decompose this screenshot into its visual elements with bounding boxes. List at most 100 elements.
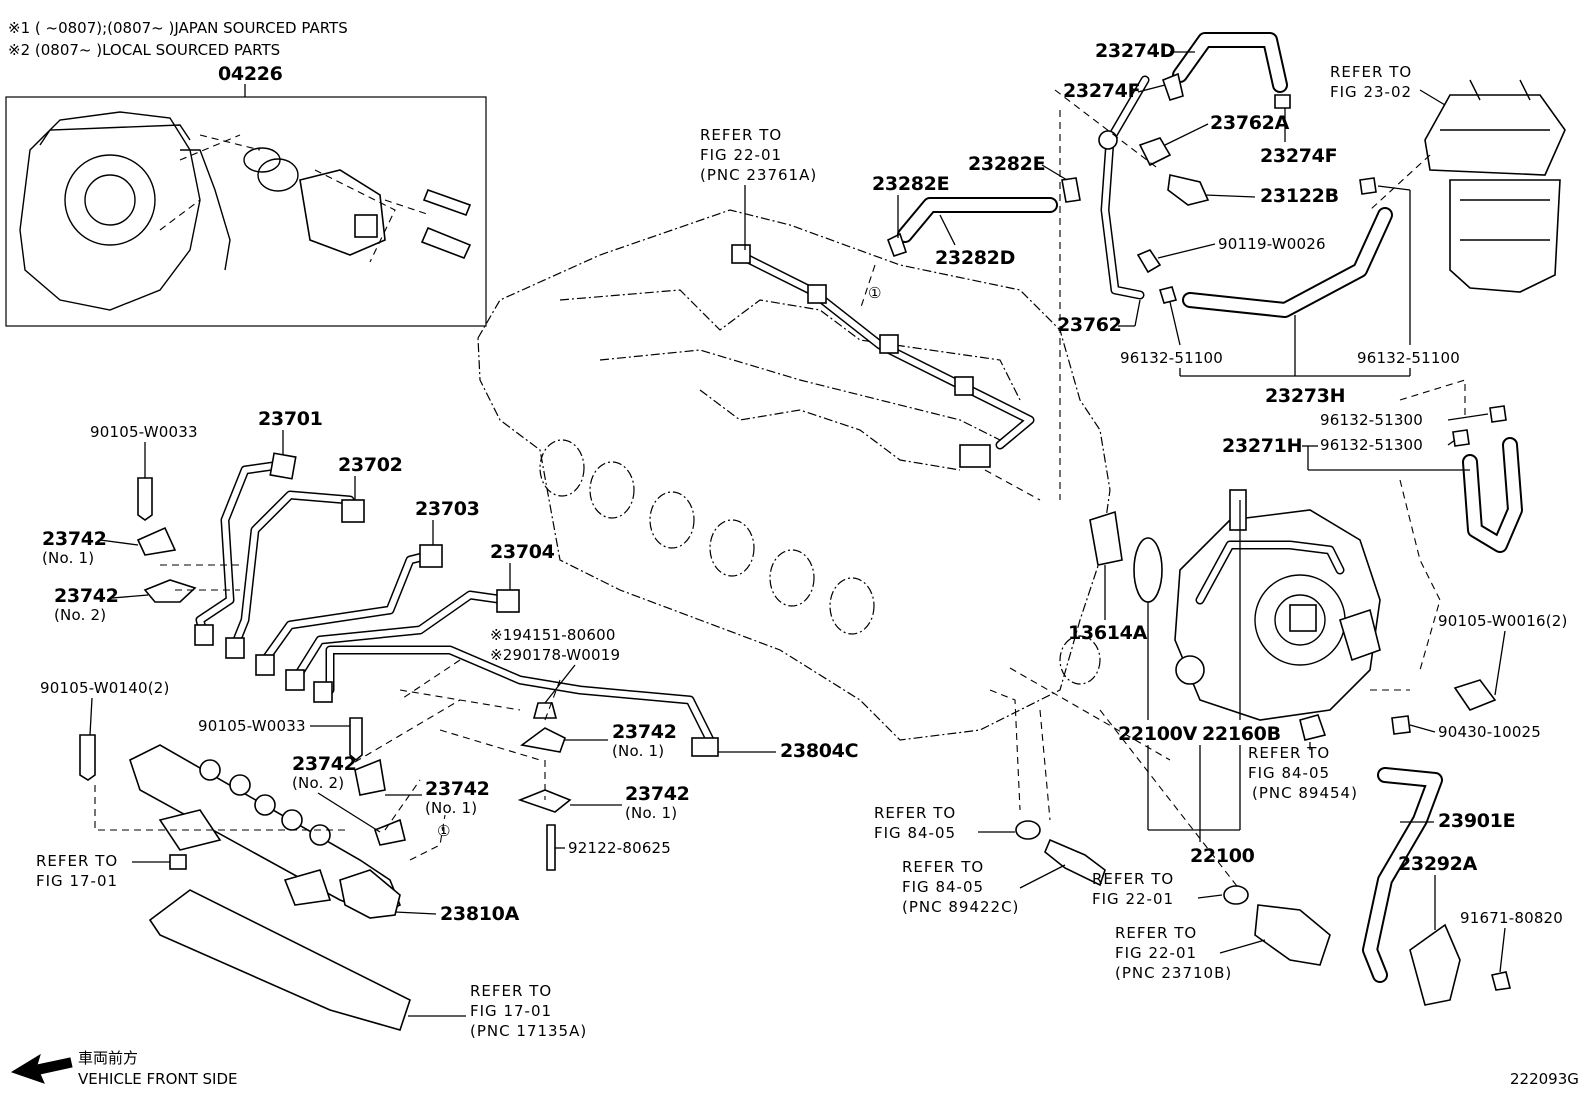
svg-text:REFER TO: REFER TO [874, 804, 956, 822]
label-23762: 23762 [1057, 314, 1122, 336]
svg-text:REFER TO: REFER TO [902, 858, 984, 876]
gasket-fig-84-05 [1015, 820, 1041, 840]
label-front-jp: 車両前方 [78, 1049, 138, 1067]
label-23742-f-sub: (No. 1) [625, 804, 677, 822]
clip-96132-51300-b [1452, 429, 1470, 447]
injection-pipes [194, 452, 719, 757]
bolt-91671 [1491, 971, 1511, 991]
svg-text:REFER TO: REFER TO [700, 126, 782, 144]
label-23742-f: 23742 [625, 783, 690, 805]
label-22100V: 22100V [1118, 723, 1198, 745]
label-23804C: 23804C [780, 740, 858, 762]
common-rail-drawing [129, 744, 402, 916]
svg-text:FIG 84-05: FIG 84-05 [1248, 764, 1330, 782]
hose-23271H [1462, 437, 1523, 553]
ref-fig-84-05-89454: REFER TO FIG 84-05 (PNC 89454) [1248, 742, 1358, 802]
label-23742-a-sub: (No. 1) [42, 549, 94, 567]
svg-text:(PNC 17135A): (PNC 17135A) [470, 1022, 587, 1040]
label-96132-51300-b: 96132-51300 [1320, 436, 1423, 454]
pump-housing-drawing [19, 111, 241, 311]
suction-control-valve-drawing [243, 147, 472, 263]
label-23742-e-sub: (No. 1) [612, 742, 664, 760]
hose-23901E [1362, 767, 1443, 983]
clip-96132-51300-a [1489, 405, 1507, 423]
clip-96132-51100-b [1359, 177, 1377, 195]
label-194151-80600: ※194151-80600 [490, 626, 616, 644]
svg-text:(PNC 89422C): (PNC 89422C) [902, 898, 1019, 916]
hose-23273H [1182, 207, 1393, 318]
ref-fig-22-01-23761A: REFER TO FIG 22-01 (PNC 23761A) [700, 126, 816, 250]
clamp-23742-no2 [143, 579, 197, 603]
label-22100: 22100 [1190, 845, 1255, 867]
label-23704: 23704 [490, 541, 555, 563]
ref-fig-17-01-17135A: REFER TO FIG 17-01 (PNC 17135A) [408, 982, 587, 1040]
nut-194151 [532, 702, 558, 719]
label-23742-c: 23742 [292, 753, 357, 775]
svg-text:FIG 22-01: FIG 22-01 [1092, 890, 1174, 908]
note-local-sourced: ※2 (0807~ )LOCAL SOURCED PARTS [8, 41, 280, 59]
pipe-23762 [1098, 75, 1150, 300]
svg-text:REFER TO: REFER TO [1330, 63, 1412, 81]
bolt-90105-w0033-a [137, 477, 153, 521]
svg-text:FIG 17-01: FIG 17-01 [470, 1002, 552, 1020]
clip-23274F-a [1161, 72, 1184, 101]
svg-text:FIG 17-01: FIG 17-01 [36, 872, 118, 890]
label-23703: 23703 [415, 498, 480, 520]
clamp-23742-no1-c [520, 727, 566, 753]
svg-text:REFER TO: REFER TO [1115, 924, 1197, 942]
label-96132-51100-b: 96132-51100 [1357, 349, 1460, 367]
label-23274F-b: 23274F [1260, 145, 1337, 167]
label-23742-a: 23742 [42, 528, 107, 550]
ref-fig-22-01: REFER TO FIG 22-01 [1092, 870, 1223, 908]
label-front-en: VEHICLE FRONT SIDE [78, 1070, 238, 1088]
bolt-90105-w0016 [1453, 679, 1497, 711]
fuel-filter-drawing [1424, 79, 1566, 293]
label-91671-80820: 91671-80820 [1460, 909, 1563, 927]
label-23742-b: 23742 [54, 585, 119, 607]
ref-fig-22-01-23710B: REFER TO FIG 22-01 (PNC 23710B) [1115, 924, 1266, 982]
ref-fig-17-01: REFER TO FIG 17-01 [36, 852, 170, 890]
label-90105-W0016: 90105-W0016(2) [1438, 612, 1568, 630]
svg-text:FIG 22-01: FIG 22-01 [1115, 944, 1197, 962]
label-23742-c-sub: (No. 2) [292, 774, 344, 792]
svg-text:FIG 84-05: FIG 84-05 [902, 878, 984, 896]
svg-text:REFER TO: REFER TO [36, 852, 118, 870]
clip-23282E-a [886, 232, 908, 258]
clip-23274F-b [1274, 94, 1291, 109]
label-90105-W0140: 90105-W0140(2) [40, 679, 170, 697]
union-bolt-23122B [1167, 174, 1210, 206]
coupling-22100V [1089, 510, 1123, 566]
ref-fig-84-05-89422C: REFER TO FIG 84-05 (PNC 89422C) [902, 858, 1066, 916]
label-diagram-code: 222093G [1510, 1070, 1579, 1088]
label-04226: 04226 [218, 63, 283, 85]
gasket-fig-22-01 [1223, 885, 1249, 905]
vehicle-front-arrow [10, 1053, 73, 1084]
label-23292A: 23292A [1398, 853, 1478, 875]
label-23701: 23701 [258, 408, 323, 430]
label-23702: 23702 [338, 454, 403, 476]
sensor-22160B [1299, 714, 1327, 741]
label-23282E-b: 23282E [872, 173, 949, 195]
label-23742-b-sub: (No. 2) [54, 606, 106, 624]
svg-text:FIG 84-05: FIG 84-05 [874, 824, 956, 842]
svg-text:(PNC 89454): (PNC 89454) [1252, 784, 1358, 802]
label-90119-W0026: 90119-W0026 [1218, 235, 1326, 253]
plug-fig-17-01 [169, 854, 187, 870]
label-23274F-a: 23274F [1063, 80, 1140, 102]
ref-fig-23-02: REFER TO FIG 23-02 [1330, 63, 1446, 106]
label-290178-W0019: ※290178-W0019 [490, 646, 620, 664]
clamp-23742-no1 [136, 526, 177, 556]
hose-23282D [897, 197, 1058, 243]
note-japan-sourced: ※1 ( ~0807);(0807~ )JAPAN SOURCED PARTS [8, 19, 348, 37]
label-23901E: 23901E [1438, 810, 1515, 832]
label-23762A: 23762A [1210, 112, 1290, 134]
label-22160B: 22160B [1202, 723, 1281, 745]
svg-text:FIG 22-01: FIG 22-01 [700, 146, 782, 164]
label-90105-W0033-b: 90105-W0033 [198, 717, 306, 735]
supply-pump-22100-drawing [1174, 489, 1381, 721]
label-90105-W0033-a: 90105-W0033 [90, 423, 198, 441]
label-90430-10025: 90430-10025 [1438, 723, 1541, 741]
svg-text:REFER TO: REFER TO [1248, 744, 1330, 762]
svg-text:REFER TO: REFER TO [470, 982, 552, 1000]
